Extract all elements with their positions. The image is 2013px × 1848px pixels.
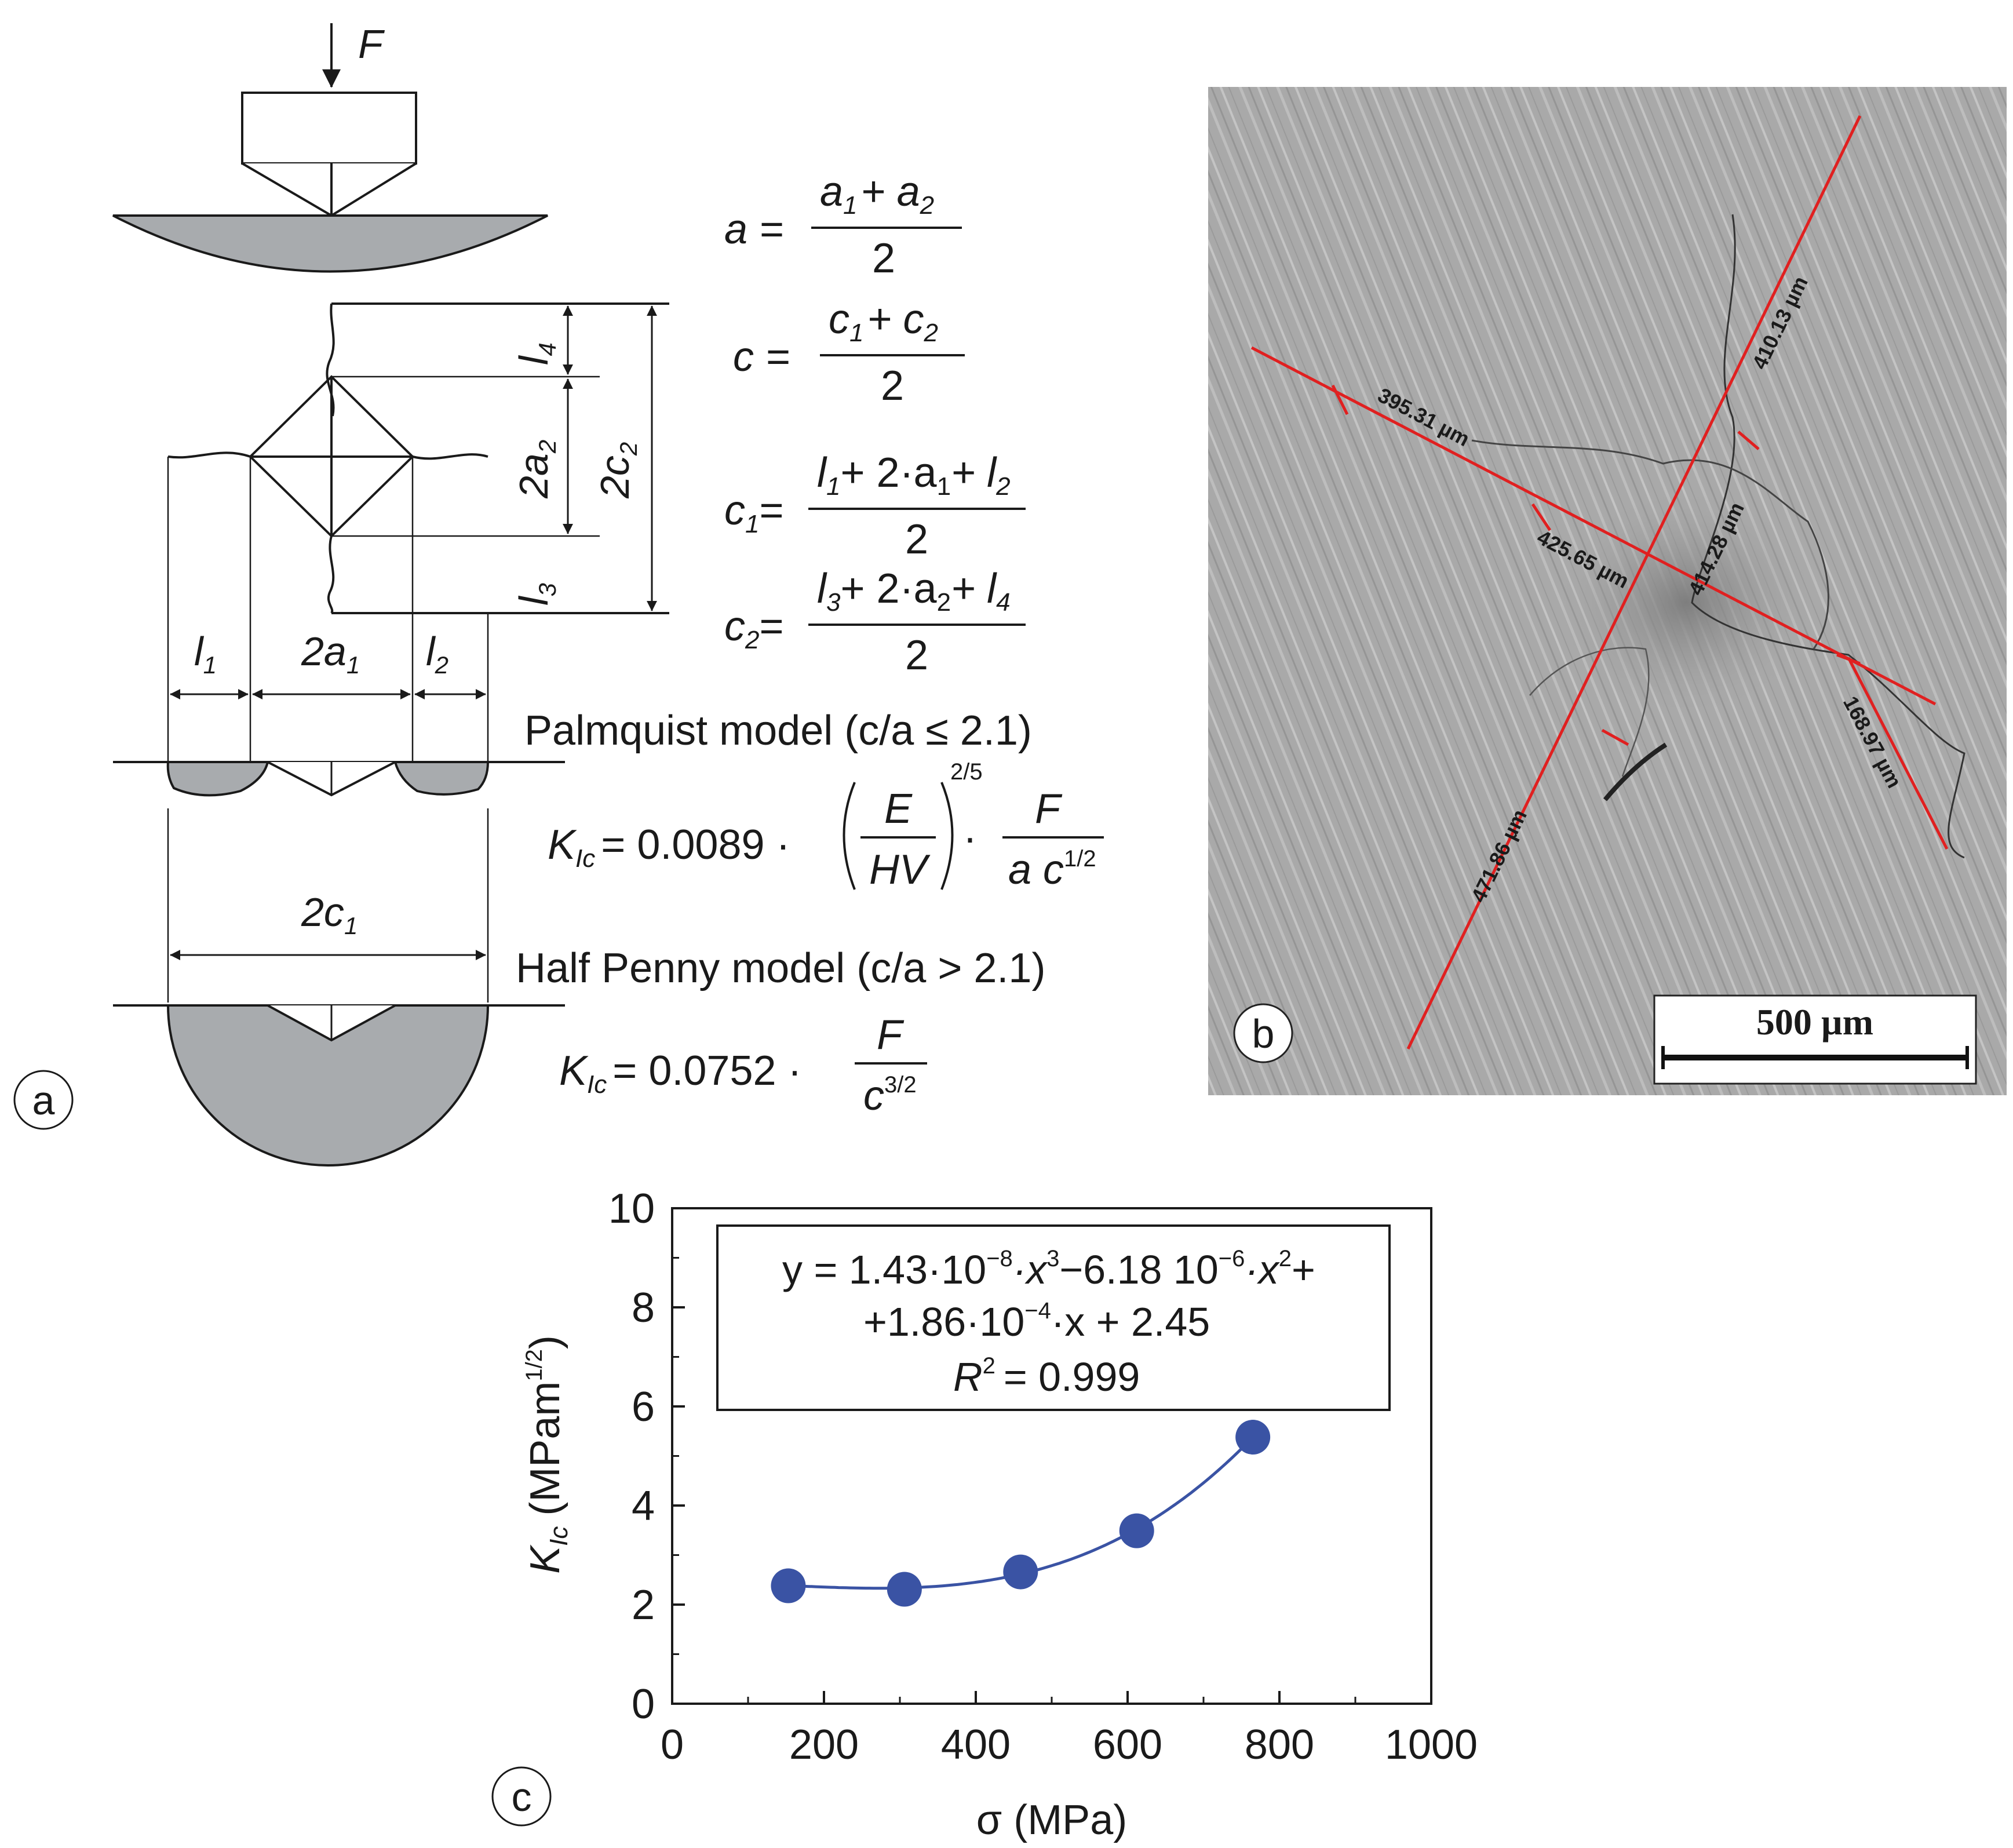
y-tick-label: 8 [632, 1285, 655, 1331]
specimen-edge-lower [327, 535, 335, 614]
dim-l3: l3 [511, 583, 561, 606]
palmquist-model: Palmquist model (c/a ≤ 2.1) KIc= 0.0089 … [524, 708, 1104, 893]
palmquist-dot: · [963, 815, 977, 861]
fit-box [716, 1224, 1391, 1411]
eq-c2-lhs: c2= [724, 603, 784, 654]
specimen-lens [112, 214, 548, 273]
panel-a-labels: a F l1 2a1 l2 2c1 l4 2a2 2c2 l3 [32, 21, 642, 1123]
palmquist-E: E [884, 786, 913, 832]
eq-c2-numerator: l3+ 2·a2+ l4 [817, 566, 1011, 617]
y-tick-label: 0 [632, 1681, 655, 1727]
dim-l1: l1 [194, 629, 217, 679]
measurement-lines [1250, 115, 1949, 1050]
panel-c-badge [491, 1766, 552, 1827]
half-penny-crack [166, 1004, 490, 1167]
dim-l2: l2 [426, 629, 448, 679]
eq-c1-numerator: l1+ 2·a1+ l2 [817, 450, 1011, 501]
scalebar-label: 500 µm [1756, 1001, 1873, 1043]
geometry-equations: a = a1+ a2 2 c = c1+ c2 2 c1= l1+ 2·a1+ … [724, 169, 1026, 679]
indent-shadow [1553, 487, 1819, 719]
x-tick-label: 600 [1093, 1722, 1162, 1768]
palmquist-lhs: KIc= 0.0089 · [548, 822, 790, 873]
x-tick-label: 800 [1245, 1722, 1314, 1768]
dim-2c2: 2c2 [592, 442, 642, 499]
y-axis-title: KIc(MPam1/2) [522, 1335, 573, 1574]
x-axis-title: σ (MPa) [976, 1797, 1127, 1843]
data-point [887, 1572, 922, 1607]
half-penny-title: Half Penny model (c/a > 2.1) [516, 945, 1045, 992]
y-tick-label: 10 [608, 1186, 655, 1232]
fit-line-1: y = 1.43·10−8·x3−6.18 10−6·x2+ [782, 1246, 1315, 1292]
eq-a-numerator: a1+ a2 [820, 169, 934, 220]
data-points [771, 1420, 1271, 1607]
eq-c2-den: 2 [905, 632, 928, 679]
half-penny-model: Half Penny model (c/a > 2.1) KIc= 0.0752… [516, 945, 1045, 1119]
panel-a-badge-label: a [32, 1078, 55, 1123]
y-tick-label: 6 [632, 1384, 655, 1430]
half-penny-F: F [877, 1012, 905, 1058]
fit-line-3: R2= 0.999 [953, 1353, 1140, 1399]
dim-2a1: 2a1 [301, 629, 360, 679]
data-point [771, 1568, 806, 1603]
dim-2c1: 2c1 [301, 890, 358, 939]
x-tick-label: 400 [941, 1722, 1011, 1768]
panel-c-badge-label: c [512, 1774, 532, 1820]
eq-a-lhs: a = [724, 206, 783, 253]
palmquist-title: Palmquist model (c/a ≤ 2.1) [524, 708, 1032, 754]
data-point [1003, 1554, 1038, 1590]
axes: 0 200 400 600 800 1000 0 2 4 6 8 10 [608, 1186, 1478, 1768]
half-penny-den: c3/2 [863, 1072, 917, 1119]
force-label: F [358, 21, 385, 67]
indenter-body [241, 92, 417, 165]
y-tick-label: 4 [632, 1483, 655, 1529]
panel-b-badge-label: b [1252, 1011, 1275, 1056]
eq-a-den: 2 [872, 235, 895, 282]
data-point [1119, 1513, 1154, 1548]
scalebar-box [1653, 994, 1977, 1085]
eq-c-numerator: c1+ c2 [829, 296, 938, 347]
eq-c1-lhs: c1= [724, 487, 784, 538]
palmquist-exp: 2/5 [950, 759, 983, 785]
panel-b-badge [1233, 1003, 1293, 1063]
panel-a [13, 23, 669, 1167]
palmquist-HV: HV [869, 847, 931, 893]
palmquist-crack-left [166, 761, 269, 797]
palmquist-den: a c1/2 [1008, 846, 1096, 893]
data-point [1235, 1420, 1271, 1455]
dim-l4: l4 [511, 342, 561, 365]
dim-2a2: 2a2 [511, 440, 561, 499]
palmquist-crack-right [393, 761, 490, 796]
panel-c-chart: 0 200 400 600 800 1000 0 2 4 6 8 10 y = 1.43·10−8·x… [491, 1186, 1478, 1843]
y-tick-label: 2 [632, 1582, 655, 1628]
half-penny-lhs: KIc= 0.0752 · [559, 1048, 802, 1099]
eq-c-den: 2 [881, 363, 904, 409]
indenter-tip [241, 162, 417, 217]
panel-a-badge [13, 1070, 74, 1130]
x-tick-label: 0 [661, 1722, 684, 1768]
panel-b-micrograph: 395.31 µm 425.65 µm 410.13 µm 414.28 µm … [1208, 87, 2007, 1095]
fit-line-2: +1.86·10−4·x + 2.45 [863, 1298, 1210, 1344]
crack-trace [1691, 214, 1965, 859]
eq-c-lhs: c = [733, 334, 790, 380]
eq-c1-den: 2 [905, 516, 928, 563]
palmquist-F: F [1035, 786, 1063, 832]
x-tick-label: 200 [789, 1722, 859, 1768]
x-tick-label: 1000 [1385, 1722, 1478, 1768]
